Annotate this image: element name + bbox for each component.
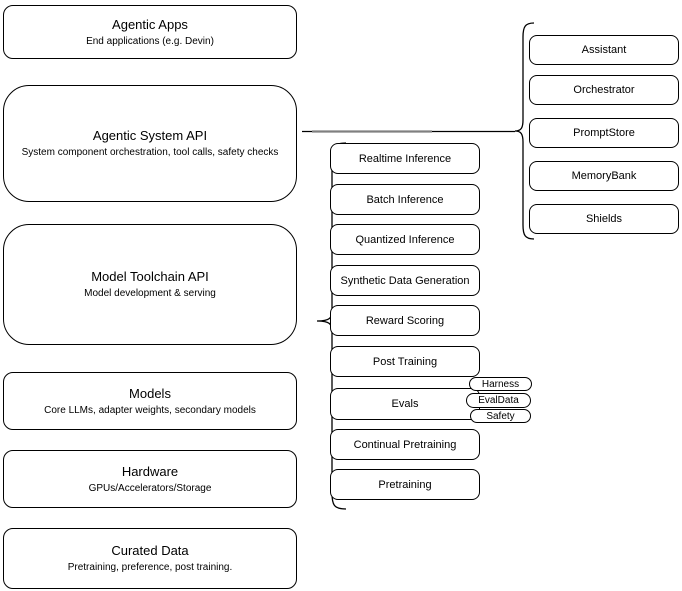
box-title: Curated Data bbox=[111, 543, 189, 558]
box-promptstore: PromptStore bbox=[529, 118, 679, 148]
box-label: Post Training bbox=[372, 355, 438, 368]
box-title: Agentic System API bbox=[92, 128, 208, 143]
box-agentic-system-api: Agentic System API System component orch… bbox=[3, 85, 297, 202]
box-label: Batch Inference bbox=[366, 193, 444, 206]
box-label: Assistant bbox=[581, 44, 627, 56]
box-batch-inference: Batch Inference bbox=[330, 184, 480, 215]
tag-label: Safety bbox=[486, 410, 515, 422]
box-curated-data: Curated Data Pretraining, preference, po… bbox=[3, 528, 297, 589]
box-quantized-inference: Quantized Inference bbox=[330, 224, 480, 255]
box-assistant: Assistant bbox=[529, 35, 679, 65]
box-label: Synthetic Data Generation bbox=[340, 274, 470, 287]
box-label: Reward Scoring bbox=[365, 314, 445, 327]
box-subtitle: End applications (e.g. Devin) bbox=[86, 35, 214, 47]
box-evals: Evals bbox=[330, 388, 480, 420]
box-synthetic-data-generation: Synthetic Data Generation bbox=[330, 265, 480, 296]
tag-label: EvalData bbox=[478, 395, 519, 406]
box-subtitle: Model development & serving bbox=[84, 288, 216, 299]
box-label: Orchestrator bbox=[573, 84, 635, 96]
box-pretraining: Pretraining bbox=[330, 469, 480, 500]
box-reward-scoring: Reward Scoring bbox=[330, 305, 480, 336]
box-models: Models Core LLMs, adapter weights, secon… bbox=[3, 372, 297, 430]
box-hardware: Hardware GPUs/Accelerators/Storage bbox=[3, 450, 297, 508]
box-title: Model Toolchain API bbox=[91, 269, 209, 284]
box-label: Evals bbox=[391, 398, 419, 410]
box-title: Hardware bbox=[121, 463, 179, 479]
tag-evaldata: EvalData bbox=[466, 393, 531, 408]
box-label: PromptStore bbox=[573, 127, 635, 139]
box-label: Quantized Inference bbox=[355, 233, 455, 246]
box-orchestrator: Orchestrator bbox=[529, 75, 679, 105]
box-realtime-inference: Realtime Inference bbox=[330, 143, 480, 174]
box-subtitle: System component orchestration, tool cal… bbox=[21, 147, 279, 158]
tag-safety: Safety bbox=[470, 409, 531, 423]
box-model-toolchain-api: Model Toolchain API Model development & … bbox=[3, 224, 297, 345]
box-label: Realtime Inference bbox=[358, 152, 452, 165]
box-post-training: Post Training bbox=[330, 346, 480, 377]
box-title: Models bbox=[129, 385, 171, 401]
box-memorybank: MemoryBank bbox=[529, 161, 679, 191]
box-title: Agentic Apps bbox=[112, 16, 188, 32]
box-label: Shields bbox=[585, 213, 623, 225]
box-continual-pretraining: Continual Pretraining bbox=[330, 429, 480, 460]
box-subtitle: Core LLMs, adapter weights, secondary mo… bbox=[44, 404, 256, 416]
box-label: Continual Pretraining bbox=[353, 438, 457, 451]
box-label: MemoryBank bbox=[571, 170, 637, 182]
tag-label: Harness bbox=[481, 378, 520, 390]
box-shields: Shields bbox=[529, 204, 679, 234]
box-label: Pretraining bbox=[378, 478, 432, 491]
box-subtitle: GPUs/Accelerators/Storage bbox=[88, 482, 212, 494]
tag-harness: Harness bbox=[469, 377, 532, 391]
box-subtitle: Pretraining, preference, post training. bbox=[67, 562, 233, 573]
box-agentic-apps: Agentic Apps End applications (e.g. Devi… bbox=[3, 5, 297, 59]
